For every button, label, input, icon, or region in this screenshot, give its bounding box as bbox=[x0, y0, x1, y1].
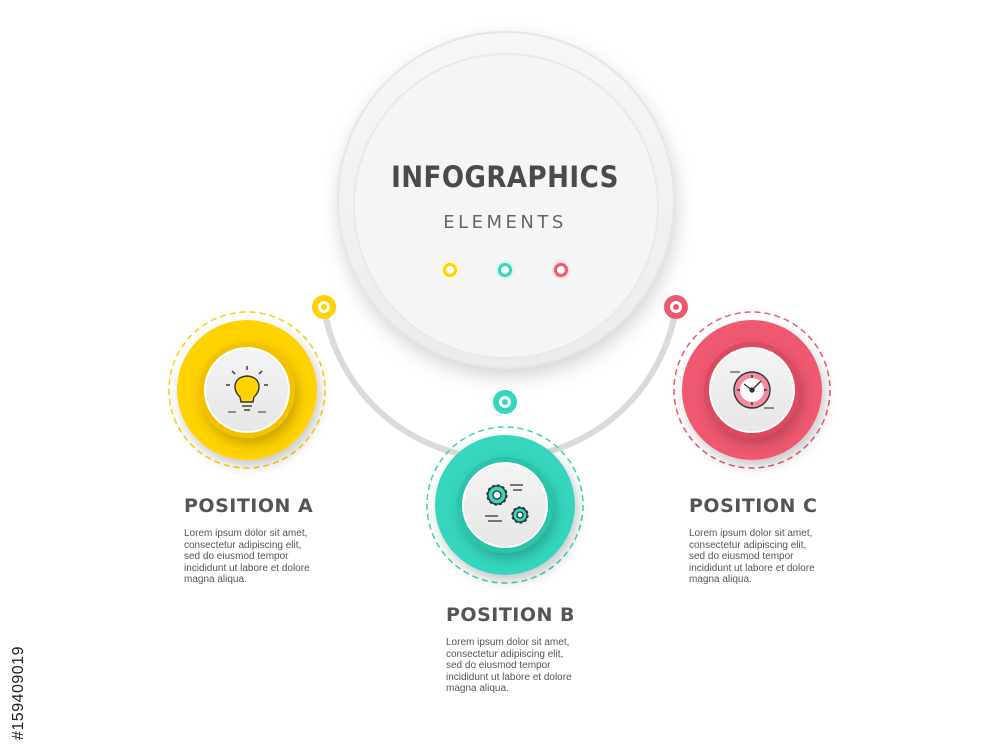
gears-icon bbox=[485, 484, 529, 524]
main-circle bbox=[337, 31, 675, 369]
position-b-circle bbox=[426, 426, 584, 584]
position-b-line: Lorem ipsum dolor sit amet, bbox=[446, 637, 570, 648]
position-a-line: consectetur adipiscing elit, bbox=[184, 539, 302, 551]
position-a-description: Lorem ipsum dolor sit amet, consectetur … bbox=[184, 528, 324, 586]
lightbulb-icon bbox=[226, 366, 268, 413]
clock-icon bbox=[730, 371, 774, 409]
position-b-description: Lorem ipsum dolor sit amet, consectetur … bbox=[446, 637, 586, 695]
position-c-description: Lorem ipsum dolor sit amet, consectetur … bbox=[689, 528, 829, 586]
position-a-line: sed do eiusmod tempor bbox=[184, 551, 289, 563]
position-b-title: POSITION B bbox=[446, 604, 576, 626]
position-c-line: incididunt ut labore et dolore bbox=[689, 562, 815, 574]
position-b-line: magna aliqua. bbox=[446, 683, 509, 695]
stock-id-label: #159409019 bbox=[10, 646, 27, 740]
position-c-line: Lorem ipsum dolor sit amet, bbox=[689, 528, 813, 539]
position-c-title: POSITION C bbox=[689, 495, 818, 517]
infographic-subtitle: ELEMENTS bbox=[443, 212, 567, 233]
position-c-line: magna aliqua. bbox=[689, 574, 752, 586]
position-a-line: Lorem ipsum dolor sit amet, bbox=[184, 528, 308, 539]
position-a-line: incididunt ut labore et dolore bbox=[184, 562, 310, 574]
node-c bbox=[664, 295, 688, 319]
position-b-line: incididunt ut labore et dolore bbox=[446, 671, 572, 683]
position-a-line: magna aliqua. bbox=[184, 574, 247, 586]
node-a bbox=[312, 295, 336, 319]
indicator-dot-yellow bbox=[441, 261, 459, 279]
infographic-title: INFOGRAPHICS bbox=[391, 160, 619, 194]
position-a-circle bbox=[168, 311, 326, 469]
position-a-title: POSITION A bbox=[184, 495, 314, 517]
indicator-dot-teal bbox=[496, 261, 514, 279]
position-b-line: consectetur adipiscing elit, bbox=[446, 648, 564, 660]
position-c-line: sed do eiusmod tempor bbox=[689, 551, 794, 563]
position-c-line: consectetur adipiscing elit, bbox=[689, 539, 807, 551]
indicator-dot-red bbox=[552, 261, 570, 279]
node-b bbox=[493, 390, 517, 414]
position-b-line: sed do eiusmod tempor bbox=[446, 660, 551, 672]
position-c-circle bbox=[673, 311, 831, 469]
